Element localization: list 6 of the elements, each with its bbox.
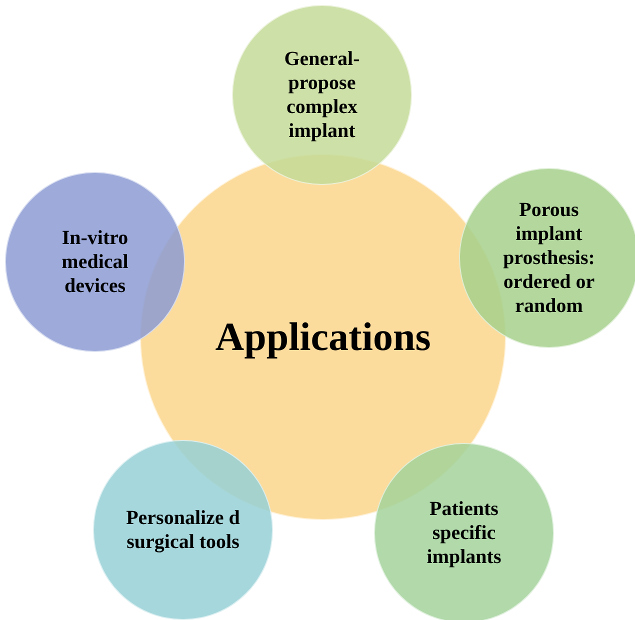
center-title: Applications xyxy=(214,313,432,361)
topic-label: Personalize d surgical tools xyxy=(125,506,241,554)
topic-label: General- propose complex implant xyxy=(283,47,361,143)
topic-label: Porous implant prosthesis: ordered or random xyxy=(502,198,596,318)
topic-label: In-vitro medical devices xyxy=(60,226,130,298)
topic-label: Patients specific implants xyxy=(426,497,502,569)
